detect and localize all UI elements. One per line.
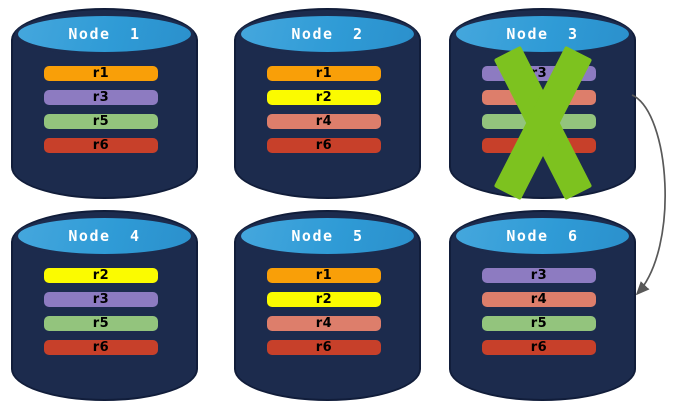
- cylinder-top: Node 3: [453, 13, 632, 55]
- node-title: Node 2: [291, 25, 364, 43]
- replica-bar: r1: [267, 268, 381, 283]
- cylinder-top: Node 2: [238, 13, 417, 55]
- replica-bar: r6: [44, 340, 158, 355]
- db-node-2: Node 2 r1 r2 r4 r6: [234, 8, 421, 199]
- node-title: Node 3: [506, 25, 579, 43]
- replica-bar: r6: [267, 340, 381, 355]
- replica-bar: r2: [44, 268, 158, 283]
- replica-bar: r1: [267, 66, 381, 81]
- replica-list: r1 r2 r4 r6: [267, 66, 381, 162]
- cylinder-top: Node 4: [15, 215, 194, 257]
- replica-bar: r4: [267, 316, 381, 331]
- replica-bar: r5: [44, 316, 158, 331]
- replica-bar: r2: [267, 90, 381, 105]
- db-node-3: Node 3 r3 r4 r5 r6: [449, 8, 636, 201]
- replica-bar: r3: [44, 292, 158, 307]
- db-node-1: Node 1 r1 r3 r5 r6: [11, 8, 198, 199]
- db-node-5: Node 5 r1 r2 r4 r6: [234, 210, 421, 401]
- node-title: Node 1: [68, 25, 141, 43]
- replica-list: r3 r4 r5 r6: [482, 268, 596, 364]
- replica-bar: r4: [482, 292, 596, 307]
- replica-list: r2 r3 r5 r6: [44, 268, 158, 364]
- failure-x-icon: [449, 8, 636, 201]
- db-node-4: Node 4 r2 r3 r5 r6: [11, 210, 198, 401]
- replica-list: r1 r3 r5 r6: [44, 66, 158, 162]
- replica-bar: r4: [267, 114, 381, 129]
- replica-bar: r2: [267, 292, 381, 307]
- db-node-6: Node 6 r3 r4 r5 r6: [449, 210, 636, 401]
- cylinder-top: Node 1: [15, 13, 194, 55]
- node-title: Node 4: [68, 227, 141, 245]
- replica-bar: r5: [44, 114, 158, 129]
- replica-bar: r6: [267, 138, 381, 153]
- replica-bar: r6: [482, 340, 596, 355]
- replica-list: r1 r2 r4 r6: [267, 268, 381, 364]
- replica-bar: r3: [482, 268, 596, 283]
- replica-bar: r3: [44, 90, 158, 105]
- cylinder-top: Node 5: [238, 215, 417, 257]
- replica-bar: r1: [44, 66, 158, 81]
- arrow-curve: [631, 94, 666, 296]
- node-title: Node 5: [291, 227, 364, 245]
- node-title: Node 6: [506, 227, 579, 245]
- replica-bar: r6: [44, 138, 158, 153]
- replica-bar: r5: [482, 316, 596, 331]
- cylinder-top: Node 6: [453, 215, 632, 257]
